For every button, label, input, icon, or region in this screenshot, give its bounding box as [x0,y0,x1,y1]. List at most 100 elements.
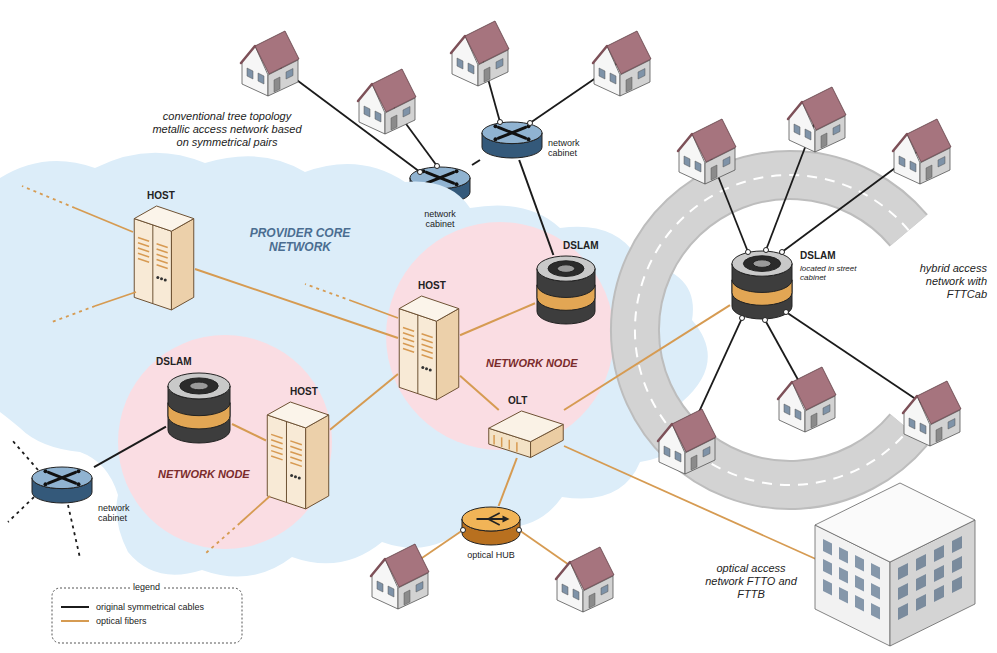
label-anchor: network cabinet [548,138,600,159]
olt-unit: OLT [488,410,564,458]
host-server-icon [399,296,459,400]
host-server-icon [267,402,328,509]
label-anchor: network cabinet [98,503,150,524]
house [893,119,951,184]
dslam-shape [730,250,794,320]
network-cabinet-shape [480,120,544,160]
optical-hub-shape [460,506,522,546]
node-label: network cabinet [548,138,600,159]
network-node-zone: NETWORK NODE DSLAM HOST OLT [386,222,614,450]
host-server-shape [398,296,460,401]
dslam-shape [166,372,232,444]
house [451,21,509,86]
node-label: NETWORK NODE [486,357,578,369]
house [903,381,961,446]
node-label: HOST [418,280,446,292]
office-building [815,483,975,646]
label-anchor: conventional tree topology metallic acce… [152,110,302,150]
node-label: HOST [147,190,175,202]
label-anchor: DSLAM [800,250,836,262]
node-label: network cabinet [98,503,150,524]
label-anchor: DSLAM [563,240,599,252]
node-label: network cabinet [414,209,466,230]
node-label: optical HUB [451,550,531,560]
node-label: PROVIDER CORE NETWORK [240,226,360,255]
dslam: DSLAM [166,372,232,444]
optical-hub-icon [462,507,520,545]
house [788,87,846,152]
legend-text: optical fibers [96,616,147,626]
legend-line [61,606,89,608]
label-anchor: legend [130,582,163,592]
label-anchor: HOST [418,280,446,292]
legend-entry: optical fibers [60,616,147,626]
topology-note: conventional tree topology metallic acce… [152,110,302,150]
network-node-zone: NETWORK NODE DSLAM HOST [118,335,332,549]
label-anchor: network cabinet [414,209,466,230]
house [678,119,736,184]
node-label: DSLAM [563,240,599,252]
network-cabinet-shape [30,465,94,505]
optical-hub: optical HUB [460,506,522,546]
node-label: DSLAM [800,250,836,262]
node-label: NETWORK NODE [158,468,250,480]
dslam-icon [732,251,792,319]
legend-sample [60,616,90,626]
network-node-zone-shape [386,222,614,450]
dslam: DSLAMlocated in street cabinet [730,250,794,320]
host-server: HOST [133,206,195,311]
copper-cable [472,160,480,165]
provider-core-cloud-shape [0,140,730,600]
legend-text: original symmetrical cables [96,602,204,612]
provider-core-cloud: PROVIDER CORE NETWORK HOST NETWORK NODE DSL… [0,140,730,600]
label-anchor: DSLAM [156,356,192,368]
topology-note: hybrid access network with FTTCab [893,262,987,302]
olt-unit-shape [488,410,564,458]
network-cabinet: network cabinet [408,165,472,205]
host-server-shape [266,402,330,510]
dslam: DSLAM [535,255,597,325]
network-cabinet-icon [482,122,542,158]
dslam-shape [535,255,597,325]
label-anchor: OLT [508,395,527,407]
node-label: HOST [290,386,318,398]
house [658,409,716,474]
provider-core-cloud-icon [0,153,708,577]
olt-unit-icon [489,411,563,458]
legend-frame [52,588,242,643]
house [241,31,299,96]
house [371,544,429,609]
host-server: HOST [266,402,330,510]
house [358,69,416,134]
legend-title: legend [130,582,163,592]
legend-entry: original symmetrical cables [60,602,204,612]
label-anchor: PROVIDER CORE NETWORK [240,226,360,255]
network-cabinet-shape [408,165,472,205]
label-anchor: located in street cabinet [800,264,866,282]
node-label: DSLAM [156,356,192,368]
label-anchor: NETWORK NODE [158,468,250,480]
legend-line [61,620,89,622]
network-node-zone-icon [118,335,332,549]
house [556,547,614,612]
network-cabinet-icon [32,467,92,503]
dslam-icon [537,256,595,324]
dslam-icon [168,373,230,443]
label-anchor: HOST [147,190,175,202]
legend-sample [60,602,90,612]
host-server: HOST [398,296,460,401]
house [593,31,651,96]
node-label: OLT [508,395,527,407]
topology-note: optical access network FTTO and FTTB [705,562,797,602]
label-anchor: optical HUB [451,550,531,560]
label-anchor: HOST [290,386,318,398]
host-server-icon [134,206,194,310]
network-cabinet: network cabinet [480,120,544,160]
house [778,367,836,432]
label-anchor: optical access network FTTO and FTTB [705,562,797,602]
network-node-zone-shape [118,335,332,549]
label-anchor: NETWORK NODE [486,357,578,369]
network-cabinet: network cabinet [30,465,94,505]
label-anchor: hybrid access network with FTTCab [893,262,987,302]
